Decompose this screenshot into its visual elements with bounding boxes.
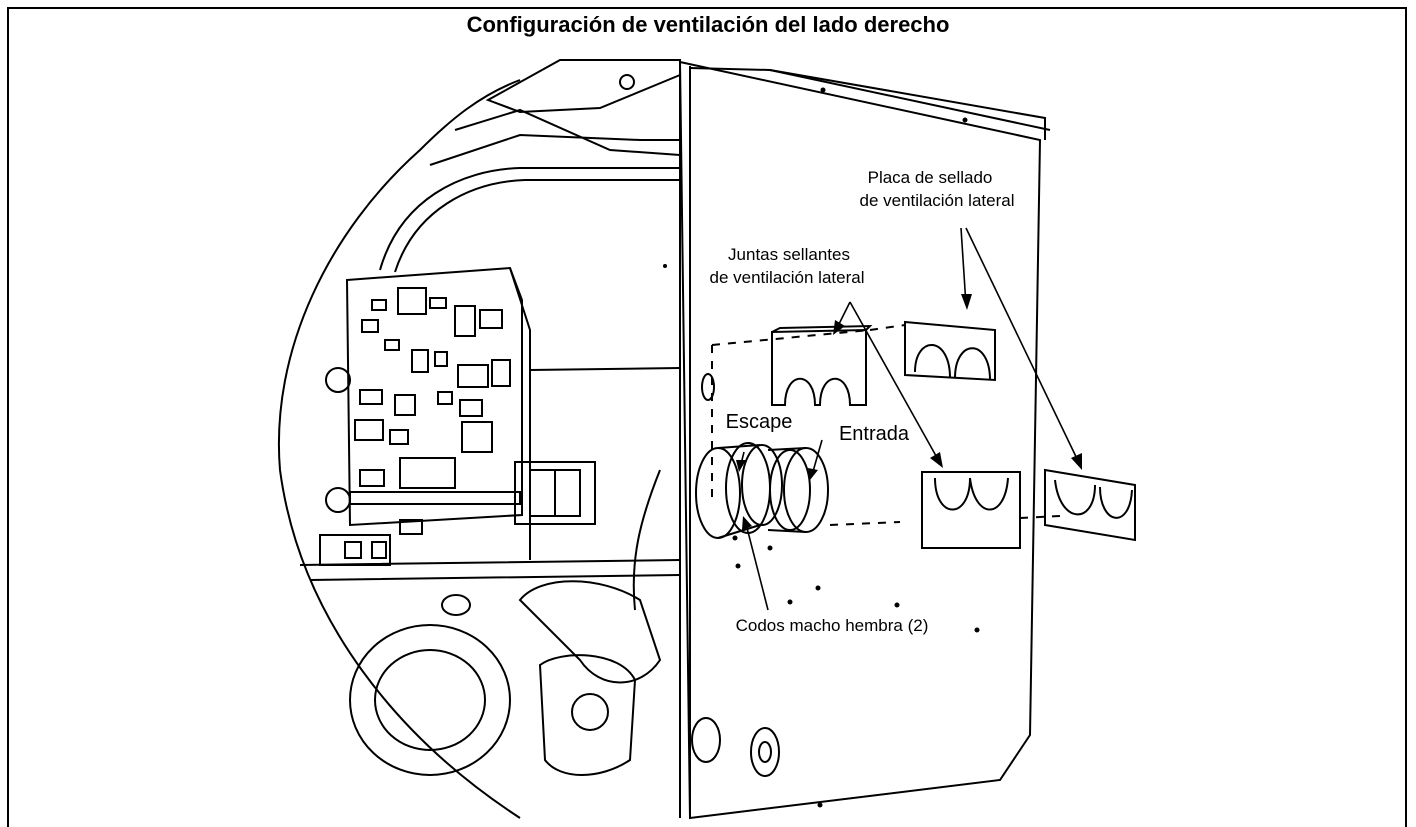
- top-hole: [619, 74, 635, 90]
- top-right-flange: [769, 69, 1046, 140]
- control-board: [325, 266, 531, 545]
- alignment-line-top: [711, 324, 906, 346]
- terminal-slot: [371, 541, 387, 559]
- label-gaskets-line2: de ventilación lateral: [710, 268, 865, 287]
- sealing-gasket-lower: [921, 471, 1021, 549]
- mount-tab: [441, 594, 471, 616]
- sealing-plate-lower: [1044, 468, 1136, 542]
- sealing-plate-upper: [904, 320, 996, 382]
- label-seal-plate-line1: Placa de sellado: [868, 168, 993, 187]
- top-panel: [485, 59, 681, 114]
- sealing-gasket-upper: [771, 324, 873, 406]
- alignment-line-bottom: [829, 515, 1061, 526]
- arrowheads: [736, 294, 1082, 530]
- inner-top-edge: [454, 108, 681, 156]
- side-panel: [678, 60, 1042, 820]
- panel-knockout: [701, 373, 715, 401]
- cutaway-boundary: [278, 79, 521, 819]
- inner-top-edge-2: [429, 133, 680, 166]
- top-rear-panel: [689, 67, 1051, 131]
- intake-elbow: [767, 447, 829, 533]
- panel-gas-inlet: [750, 727, 780, 777]
- blower-housing: [379, 167, 680, 271]
- label-seal-plate-line2: de ventilación lateral: [860, 191, 1015, 210]
- diagram-frame: [7, 7, 1407, 827]
- panel-lower-hole: [691, 717, 721, 763]
- label-gaskets-line1: Juntas sellantes: [728, 245, 850, 264]
- label-exhaust: Escape: [726, 411, 793, 433]
- gas-valve: [538, 654, 637, 776]
- diagram-title: Configuración de ventilación del lado de…: [466, 12, 950, 37]
- interior-back-wall: [529, 367, 681, 560]
- label-intake: Entrada: [839, 423, 910, 445]
- vent-pipe-elbow: [518, 580, 662, 684]
- interior-shelf: [299, 559, 681, 581]
- label-elbows: Codos macho hembra (2): [736, 616, 929, 635]
- inducer-motor-inner: [374, 649, 486, 751]
- transformer: [514, 461, 596, 525]
- blower-housing-inner: [394, 179, 680, 273]
- panel-gas-inlet-inner: [758, 741, 772, 763]
- exhaust-elbow: [695, 442, 783, 539]
- terminal-block: [319, 534, 391, 566]
- inducer-motor: [349, 624, 511, 776]
- lower-housing: [632, 469, 661, 611]
- terminal-screw: [344, 541, 362, 559]
- panel-screw-holes: [663, 87, 980, 808]
- gas-valve-knob: [571, 693, 609, 731]
